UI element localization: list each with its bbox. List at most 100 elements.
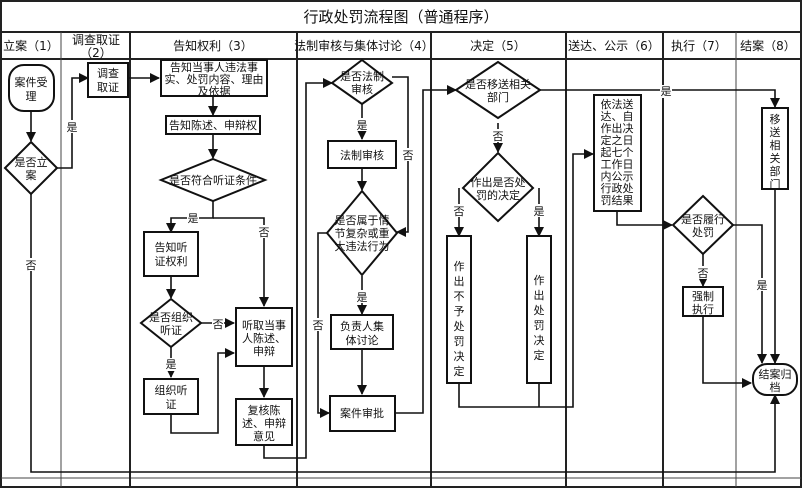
svg-text:申辩: 申辩 (253, 344, 275, 358)
vertical-label-char: 处 (534, 304, 545, 317)
node-punish-decision: 作出是否处 罚的决定 (461, 151, 535, 223)
vertical-label-char: 作 (454, 260, 465, 273)
edge-label-hearing-no: 否 (258, 225, 270, 239)
svg-text:是否履行: 是否履行 (681, 213, 725, 226)
node-notify-hearing: 告知听 证权利 (143, 231, 199, 277)
svg-text:否: 否 (403, 149, 414, 162)
svg-text:是: 是 (188, 212, 199, 225)
node-label-line: 依法送 (601, 97, 634, 111)
node-complex-case-decision: 是否属于情 节复杂或重 大违法行为 (325, 189, 399, 277)
svg-text:节复杂或重: 节复杂或重 (335, 226, 390, 240)
edge-label-legal-yes: 是 (356, 118, 368, 132)
node-listen-statement: 听取当事 人陈述、 申辩 (235, 307, 293, 367)
lane-header-review: 法制审核与集体讨论（4） (294, 38, 434, 53)
node-notify-defense: 告知陈述、申辩权 (165, 115, 261, 135)
svg-text:否: 否 (213, 318, 224, 331)
svg-text:是: 是 (357, 291, 368, 304)
svg-text:否: 否 (313, 319, 324, 332)
vertical-label-char: 移 (770, 113, 781, 126)
svg-text:是: 是 (757, 279, 768, 292)
svg-text:案: 案 (26, 168, 37, 182)
node-notify-facts: 告知当事人违法事 实、处罚内容、理由 及依据 (160, 59, 268, 98)
lane-header-filing: 立案（1） (3, 38, 59, 53)
node-transfer-decision: 是否移送相关 部门 (454, 60, 542, 120)
svg-text:意见: 意见 (253, 429, 275, 443)
node-legal-review-decision: 是否法制 审核 (330, 58, 394, 106)
node-label-line: 达、自 (601, 110, 634, 123)
node-label-line: 工作日 (601, 158, 634, 171)
flow-arrow (702, 316, 752, 388)
svg-text:法制审核: 法制审核 (340, 148, 384, 162)
svg-text:是: 是 (661, 85, 672, 98)
chart-title: 行政处罚流程图（普通程序） (303, 8, 498, 26)
svg-text:组织听: 组织听 (155, 383, 188, 397)
edge-label-organize-no: 否 (212, 317, 224, 331)
svg-text:告知陈述、申辩权: 告知陈述、申辩权 (169, 118, 257, 132)
vertical-label-char: 送 (770, 125, 781, 139)
svg-text:否: 否 (26, 259, 37, 272)
svg-text:告知听: 告知听 (155, 240, 188, 254)
svg-text:罚的决定: 罚的决定 (476, 188, 520, 202)
flow-arrow (458, 149, 594, 408)
node-forced-execution: 强制 执行 (682, 286, 724, 317)
svg-text:告知当事人违法事: 告知当事人违法事 (170, 60, 258, 74)
node-comply-decision: 是否履行 处罚 (671, 194, 735, 256)
edge-label-hearing-yes: 是 (187, 212, 199, 225)
svg-text:档: 档 (770, 380, 781, 394)
edge-label-punish-yes: 是 (533, 204, 545, 218)
vertical-label-char: 罚 (534, 319, 545, 332)
svg-text:是: 是 (357, 119, 368, 132)
svg-text:强制: 强制 (692, 290, 714, 303)
edge-label-legal-no: 否 (402, 148, 414, 162)
svg-text:是: 是 (67, 121, 78, 134)
node-label-line: 行政处 (601, 181, 634, 195)
vertical-label-char: 予 (454, 305, 465, 318)
edge-label-complex-yes: 是 (356, 290, 368, 304)
svg-text:审核: 审核 (351, 82, 373, 96)
vertical-label-char: 相 (770, 139, 781, 152)
svg-text:是否法制: 是否法制 (340, 69, 384, 83)
svg-text:述、申辩: 述、申辩 (242, 416, 286, 430)
svg-text:部门: 部门 (487, 90, 509, 104)
svg-text:实、处罚内容、理由: 实、处罚内容、理由 (165, 72, 264, 86)
svg-text:证权利: 证权利 (155, 255, 188, 268)
vertical-label-char: 定 (534, 348, 545, 362)
svg-text:是否属于情: 是否属于情 (335, 214, 390, 227)
node-label-line: 罚结果 (601, 194, 634, 207)
edge-label-transfer-no: 否 (492, 129, 504, 143)
svg-text:案件审批: 案件审批 (340, 406, 384, 420)
node-label-line: 起七个 (601, 146, 634, 159)
node-case-accepted: 案件受 理 (8, 64, 55, 112)
lane-header-investigation: 调查取证 (72, 33, 120, 47)
edge-label-file-yes: 是 (66, 120, 78, 134)
node-investigate: 调查 取证 (87, 62, 129, 98)
vertical-label-char: 罚 (454, 335, 465, 348)
vertical-label-char: 决 (534, 334, 545, 347)
flow-arrow (395, 85, 457, 414)
flow-arrow (733, 224, 767, 364)
svg-text:是否立: 是否立 (15, 155, 48, 169)
vertical-label-char: 部 (770, 164, 781, 178)
flow-arrow (540, 89, 780, 108)
svg-text:复核陈: 复核陈 (248, 403, 281, 417)
vertical-label-char: 出 (534, 288, 545, 302)
svg-text:执行: 执行 (692, 302, 714, 316)
flow-arrow (263, 78, 333, 459)
node-collective-discussion: 负责人集 体讨论 (330, 314, 394, 350)
node-hearing-condition: 是否符合听证条件 (158, 157, 268, 203)
edge-label-organize-yes: 是 (165, 358, 177, 371)
svg-text:是: 是 (534, 205, 545, 218)
node-file-decision: 是否立 案 (3, 140, 59, 196)
node-close-archive: 结案归 档 (752, 363, 798, 396)
svg-text:大违法行为: 大违法行为 (335, 239, 390, 253)
svg-text:体讨论: 体讨论 (346, 333, 379, 347)
node-label-line: 作出决 (601, 121, 634, 135)
svg-text:及依据: 及依据 (198, 84, 231, 98)
vertical-label-char: 不 (454, 290, 465, 303)
flow-arrow (616, 211, 673, 230)
svg-text:人陈述、: 人陈述、 (242, 331, 286, 345)
